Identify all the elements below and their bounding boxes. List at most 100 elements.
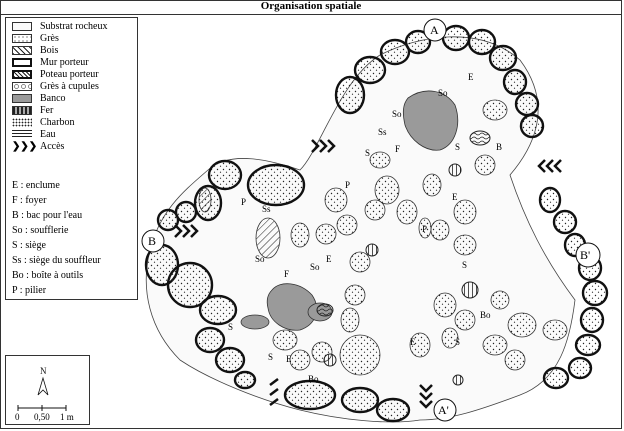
svg-text:Ss: Ss xyxy=(262,204,271,214)
wall-stone xyxy=(502,68,528,96)
sandstone-block xyxy=(453,199,477,225)
svg-text:A': A' xyxy=(438,403,449,417)
wall-stone xyxy=(207,159,243,191)
water-basin xyxy=(316,303,334,317)
sandstone-block xyxy=(364,199,386,221)
abbr-bac: B : bac pour l'eau xyxy=(12,210,83,221)
wall-stone xyxy=(340,386,380,414)
svg-text:E: E xyxy=(286,354,292,364)
wall-stone xyxy=(375,397,411,423)
svg-text:S: S xyxy=(462,260,467,270)
wood-seat xyxy=(255,217,281,259)
plan-labels: So So E F Ss S S B P P Ss E So So S S E … xyxy=(228,72,502,384)
wall-stone xyxy=(567,356,593,380)
iron-pillar xyxy=(323,353,337,367)
svg-text:Ss: Ss xyxy=(378,127,387,137)
sandstone-block xyxy=(542,319,568,341)
north-arrow: N xyxy=(37,366,49,396)
banco-left xyxy=(266,283,317,331)
sandstone-block xyxy=(374,175,400,205)
figure-title: Organisation spatiale xyxy=(260,0,362,12)
water-basin xyxy=(469,130,491,146)
svg-text:Bo: Bo xyxy=(480,310,491,320)
sandstone-block xyxy=(507,312,537,338)
scale-bar: 0 0,50 1 m xyxy=(15,405,74,422)
sandstone-block xyxy=(340,307,360,333)
svg-text:E: E xyxy=(452,192,458,202)
wood-seat xyxy=(198,187,212,213)
iron-pillar xyxy=(365,243,379,257)
wall-stone xyxy=(538,186,562,214)
sandstone-block xyxy=(369,151,391,169)
svg-text:So: So xyxy=(392,109,402,119)
sandstone-block xyxy=(422,173,442,197)
sandstone-block xyxy=(490,290,510,310)
sandstone-block xyxy=(430,219,450,241)
svg-text:F: F xyxy=(284,269,289,279)
compass-box xyxy=(5,355,90,425)
wall-stone xyxy=(379,38,411,66)
sandstone-block xyxy=(396,199,418,225)
svg-text:N: N xyxy=(40,366,47,376)
svg-text:S: S xyxy=(228,322,233,332)
sandstone-block xyxy=(474,154,496,176)
legend: Substrat rocheux Grès Bois Mur porteur P… xyxy=(5,17,138,300)
svg-text:So: So xyxy=(310,262,320,272)
wall-stone xyxy=(353,55,387,85)
wall-stone xyxy=(198,294,238,326)
sandstone-block xyxy=(315,223,337,245)
wall-stone xyxy=(166,261,214,309)
wall-stone xyxy=(542,366,570,390)
sandstone-block xyxy=(504,349,526,371)
sandstone-block xyxy=(454,309,476,331)
sandstone-block xyxy=(339,334,381,376)
wall-stone xyxy=(574,333,602,357)
svg-text:E: E xyxy=(468,72,474,82)
section-B-prime: B' xyxy=(575,242,601,268)
sandstone-block xyxy=(324,187,348,213)
iron-pillar xyxy=(461,281,479,299)
svg-text:A: A xyxy=(430,23,439,37)
sandstone-block xyxy=(433,292,457,318)
title-divider xyxy=(0,14,622,15)
section-B: B xyxy=(141,229,165,253)
wall-stone xyxy=(579,306,605,334)
svg-text:E: E xyxy=(326,254,332,264)
svg-text:So: So xyxy=(255,254,265,264)
svg-text:So: So xyxy=(438,88,448,98)
iron-pillar xyxy=(452,374,464,386)
wall-stone xyxy=(194,326,226,354)
svg-text:P: P xyxy=(422,224,427,234)
wall-stone xyxy=(488,44,518,72)
sandstone-block xyxy=(482,99,508,121)
wall-stone xyxy=(552,209,578,235)
section-A-prime: A' xyxy=(433,398,457,422)
wall-stone xyxy=(283,379,337,411)
sandstone-block xyxy=(349,251,371,273)
svg-text:0,50: 0,50 xyxy=(34,412,50,422)
wall-stone xyxy=(519,113,545,139)
sandstone-block xyxy=(272,329,298,351)
svg-text:1 m: 1 m xyxy=(60,412,74,422)
wall-stone xyxy=(441,24,471,52)
svg-text:F: F xyxy=(395,144,400,154)
svg-text:S: S xyxy=(455,142,460,152)
wall-stone xyxy=(404,29,432,55)
abbr-pilier: P : pilier xyxy=(12,285,47,296)
wall-stone xyxy=(246,163,306,207)
abbr-soufflerie: So : soufflerie xyxy=(12,225,69,236)
access-chevrons xyxy=(174,139,562,409)
sandstone-block xyxy=(344,284,366,306)
abbr-boite-outils: Bo : boîte à outils xyxy=(12,270,84,281)
sandstone-block xyxy=(409,332,431,358)
svg-text:E: E xyxy=(410,337,416,347)
sandstone-block xyxy=(482,334,508,356)
svg-text:Bo: Bo xyxy=(308,374,319,384)
sandstone-block xyxy=(289,349,311,371)
sandstone-block xyxy=(336,214,358,236)
wall-stone xyxy=(514,91,540,117)
svg-text:P: P xyxy=(241,197,246,207)
sandstone-block xyxy=(418,217,432,239)
iron-pillar xyxy=(448,163,462,177)
wall-stone xyxy=(174,200,198,224)
